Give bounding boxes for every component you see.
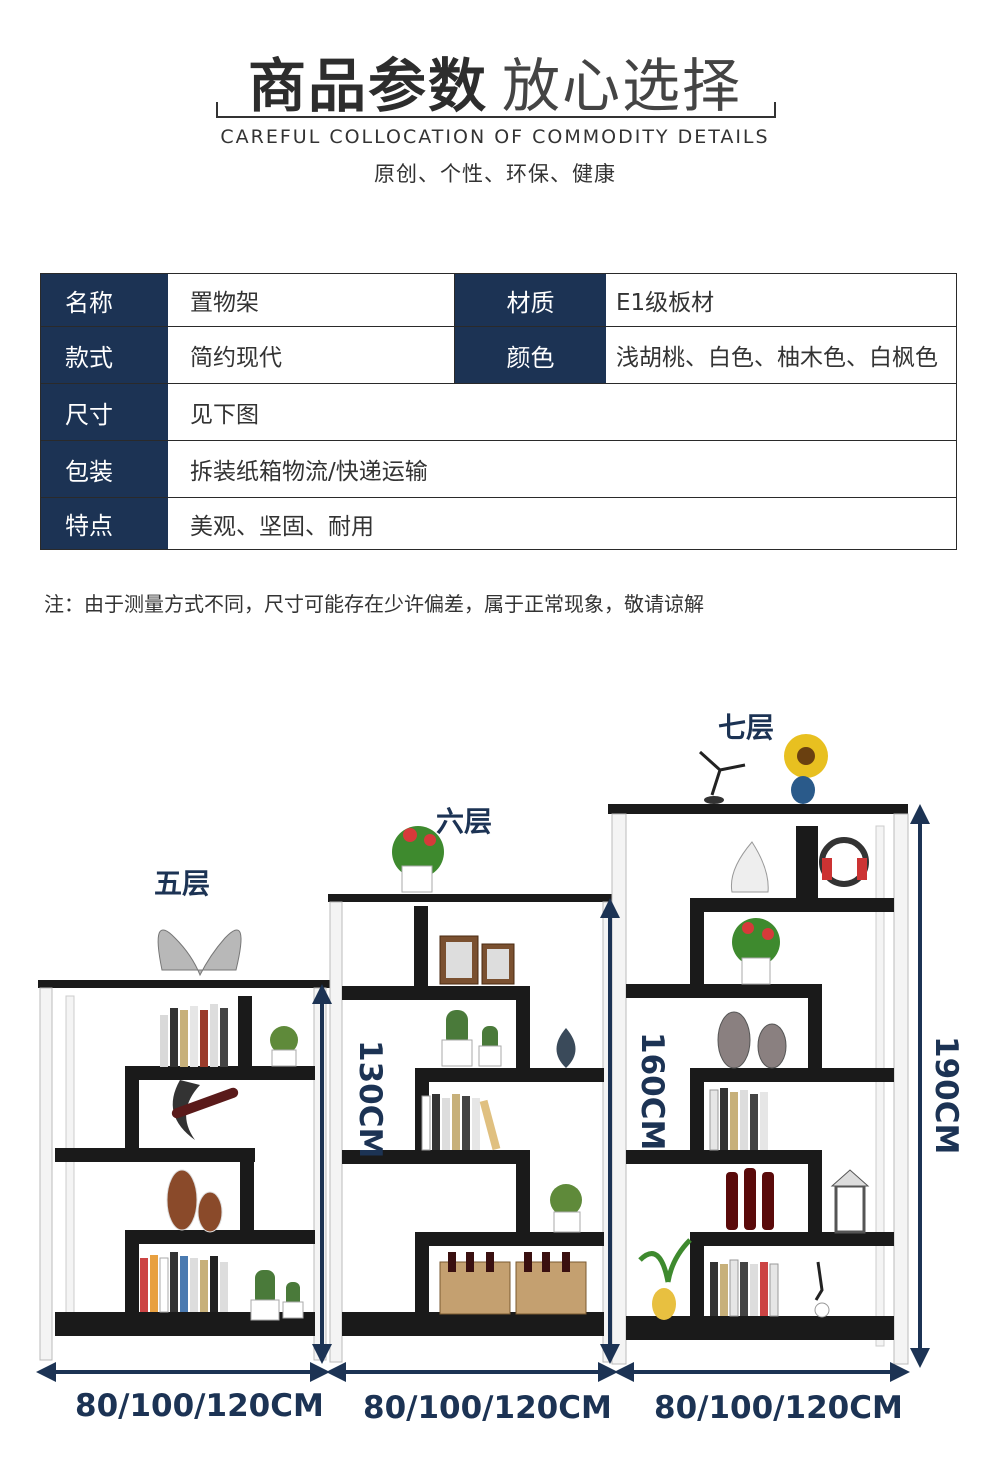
title-underline-tick-left xyxy=(216,102,218,116)
measurement-note: 注：由于测量方式不同，尺寸可能存在少许偏差，属于正常现象，敬请谅解 xyxy=(44,592,704,616)
spec-label-package: 包装 xyxy=(41,441,168,497)
spec-value-color: 浅胡桃、白色、柚木色、白枫色 xyxy=(616,345,938,371)
books-icon xyxy=(140,1252,228,1313)
spec-label-material: 材质 xyxy=(455,274,606,326)
title-underline-tick-right xyxy=(774,102,776,116)
shelf-five-tier xyxy=(38,929,330,1361)
six-tier-width: 80/100/120CM xyxy=(363,1390,612,1426)
spec-label-size: 尺寸 xyxy=(41,384,168,440)
six-tier-height: 160CM xyxy=(634,1032,670,1151)
books-icon xyxy=(710,1259,779,1317)
dimension-arrows xyxy=(36,804,930,1382)
page-title-bold: 商品参数 xyxy=(247,52,488,120)
spec-label-name: 名称 xyxy=(41,274,168,326)
seven-tier-label: 七层 xyxy=(718,711,775,744)
product-illustration xyxy=(36,734,930,1382)
spec-table: 名称 置物架 材质 E1级板材 款式 简约现代 颜色 浅胡桃、白色、柚木色、白枫… xyxy=(40,273,957,550)
six-tier-label: 六层 xyxy=(436,805,493,838)
spec-value-style: 简约现代 xyxy=(168,327,455,383)
page-title: 商品参数放心选择 xyxy=(0,48,990,124)
spec-label-style: 款式 xyxy=(41,327,168,383)
spec-value-size: 见下图 xyxy=(190,402,259,428)
spec-row-name: 名称 置物架 材质 E1级板材 xyxy=(41,274,956,327)
five-tier-height: 130CM xyxy=(352,1040,388,1159)
books-icon xyxy=(421,1094,501,1151)
spec-value-feature: 美观、坚固、耐用 xyxy=(190,513,374,540)
spec-row-feature: 特点 美观、坚固、耐用 xyxy=(41,498,956,549)
books-icon xyxy=(160,1004,228,1067)
subtitle-chinese: 原创、个性、环保、健康 xyxy=(374,162,616,186)
spec-label-color: 颜色 xyxy=(455,327,606,383)
books-icon xyxy=(709,1088,768,1151)
spec-value-package: 拆装纸箱物流/快递运输 xyxy=(190,459,428,485)
spec-row-style: 款式 简约现代 颜色 浅胡桃、白色、柚木色、白枫色 xyxy=(41,327,956,384)
spec-value-name: 置物架 xyxy=(168,274,455,326)
spec-label-feature: 特点 xyxy=(41,498,168,549)
spec-row-size: 尺寸 见下图 xyxy=(41,384,956,441)
five-tier-label: 五层 xyxy=(154,867,211,900)
five-tier-width: 80/100/120CM xyxy=(75,1388,324,1424)
seven-tier-height: 190CM xyxy=(928,1036,964,1155)
spec-value-material: E1级板材 xyxy=(616,290,715,316)
seven-tier-width: 80/100/120CM xyxy=(654,1390,903,1426)
page-title-light: 放心选择 xyxy=(502,52,743,120)
spec-row-package: 包装 拆装纸箱物流/快递运输 xyxy=(41,441,956,498)
title-underline xyxy=(216,116,776,118)
subtitle-english: CAREFUL COLLOCATION OF COMMODITY DETAILS xyxy=(220,126,770,148)
